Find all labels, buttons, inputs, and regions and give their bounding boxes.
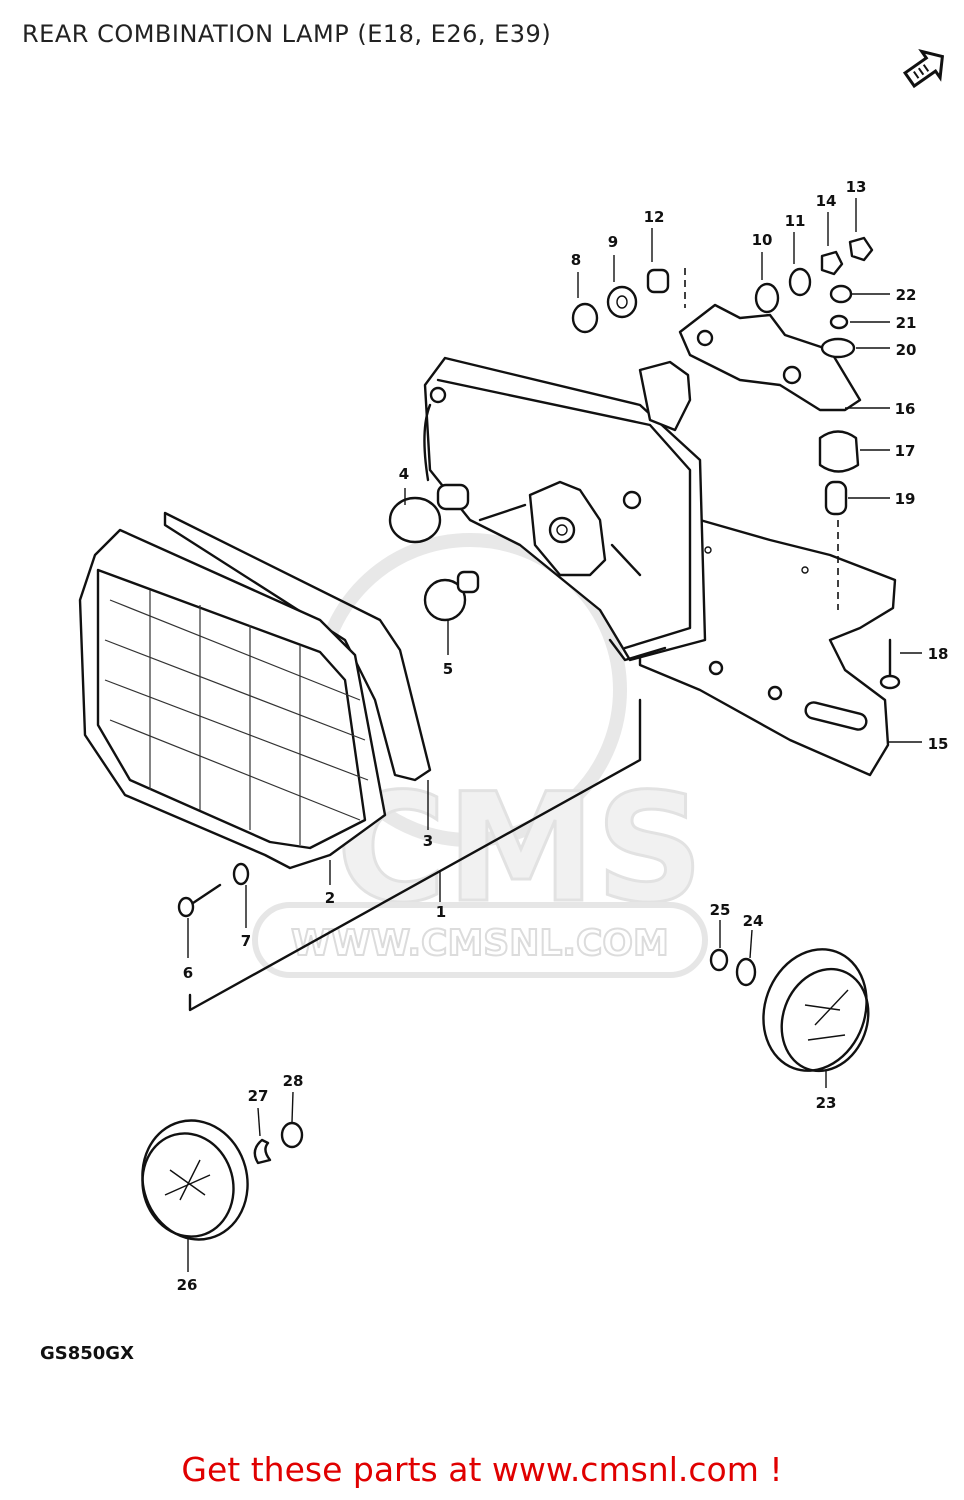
callout-20: 20: [896, 341, 917, 359]
part-24-washer: [735, 957, 757, 987]
watermark-site: WWW.CMSNL.COM: [291, 923, 669, 964]
callout-27: 27: [248, 1087, 269, 1105]
callout-25: 25: [710, 901, 731, 919]
shop-link[interactable]: Get these parts at www.cmsnl.com !: [181, 1450, 783, 1489]
callout-22: 22: [896, 286, 917, 304]
part-28-nut: [280, 1121, 304, 1149]
callout-6: 6: [183, 964, 193, 982]
callout-9: 9: [608, 233, 618, 251]
part-27-nut: [253, 1138, 272, 1165]
callout-16: 16: [895, 400, 916, 418]
part-23-reflector: [762, 948, 870, 1073]
lamp-housing: [423, 356, 707, 662]
part-7-nut: [232, 862, 250, 886]
part-11-washer: [788, 267, 812, 297]
callout-labels: 1 2 3 4 5 6 7 8 9 10 11 12 13 14 15 16 1…: [177, 178, 949, 1294]
leader-lines: [187, 198, 922, 1272]
part-20-washer: [820, 337, 856, 359]
callout-7: 7: [241, 932, 251, 950]
callout-13: 13: [846, 178, 867, 196]
part-12-collar: [646, 268, 670, 294]
part-22-nut: [829, 284, 853, 304]
callout-2: 2: [325, 889, 335, 907]
part-18-bolt: [879, 638, 901, 690]
part-2-lens: [78, 528, 387, 870]
model-code-label: GS850GX: [40, 1343, 134, 1364]
callout-4: 4: [399, 465, 409, 483]
callout-24: 24: [743, 912, 764, 930]
part-3-gasket: [163, 511, 432, 782]
part-14-nut: [820, 250, 844, 276]
part-4-bulb: [388, 483, 470, 544]
callout-1: 1: [436, 903, 446, 921]
callout-12: 12: [644, 208, 665, 226]
callout-10: 10: [752, 231, 773, 249]
part-10-grommet: [754, 282, 780, 314]
watermark-logo: CMS: [336, 762, 703, 936]
callout-5: 5: [443, 660, 453, 678]
part-21-washer: [829, 314, 849, 330]
callout-3: 3: [423, 832, 433, 850]
callout-26: 26: [177, 1276, 198, 1294]
part-25-nut: [709, 948, 729, 972]
part-5-bulb: [423, 570, 480, 622]
part-13-nut: [848, 236, 874, 262]
part-26-reflector: [141, 1119, 249, 1241]
front-arrow-icon: [902, 49, 945, 89]
callout-18: 18: [928, 645, 949, 663]
part-6-screw: [177, 883, 222, 918]
part-8-washer: [571, 302, 599, 334]
callout-28: 28: [283, 1072, 304, 1090]
callout-14: 14: [816, 192, 837, 210]
callout-19: 19: [895, 490, 916, 508]
callout-21: 21: [896, 314, 917, 332]
page-title: REAR COMBINATION LAMP (E18, E26, E39): [22, 20, 552, 48]
watermark: CMS WWW.CMSNL.COM: [252, 533, 708, 978]
callout-15: 15: [928, 735, 949, 753]
callout-23: 23: [816, 1094, 837, 1112]
callout-11: 11: [785, 212, 806, 230]
callout-8: 8: [571, 251, 581, 269]
part-16-upper-bracket: [678, 303, 862, 412]
callout-17: 17: [895, 442, 916, 460]
part-9-grommet: [606, 285, 638, 319]
part-19-collar: [824, 480, 848, 516]
part-17-cushion: [818, 430, 860, 473]
